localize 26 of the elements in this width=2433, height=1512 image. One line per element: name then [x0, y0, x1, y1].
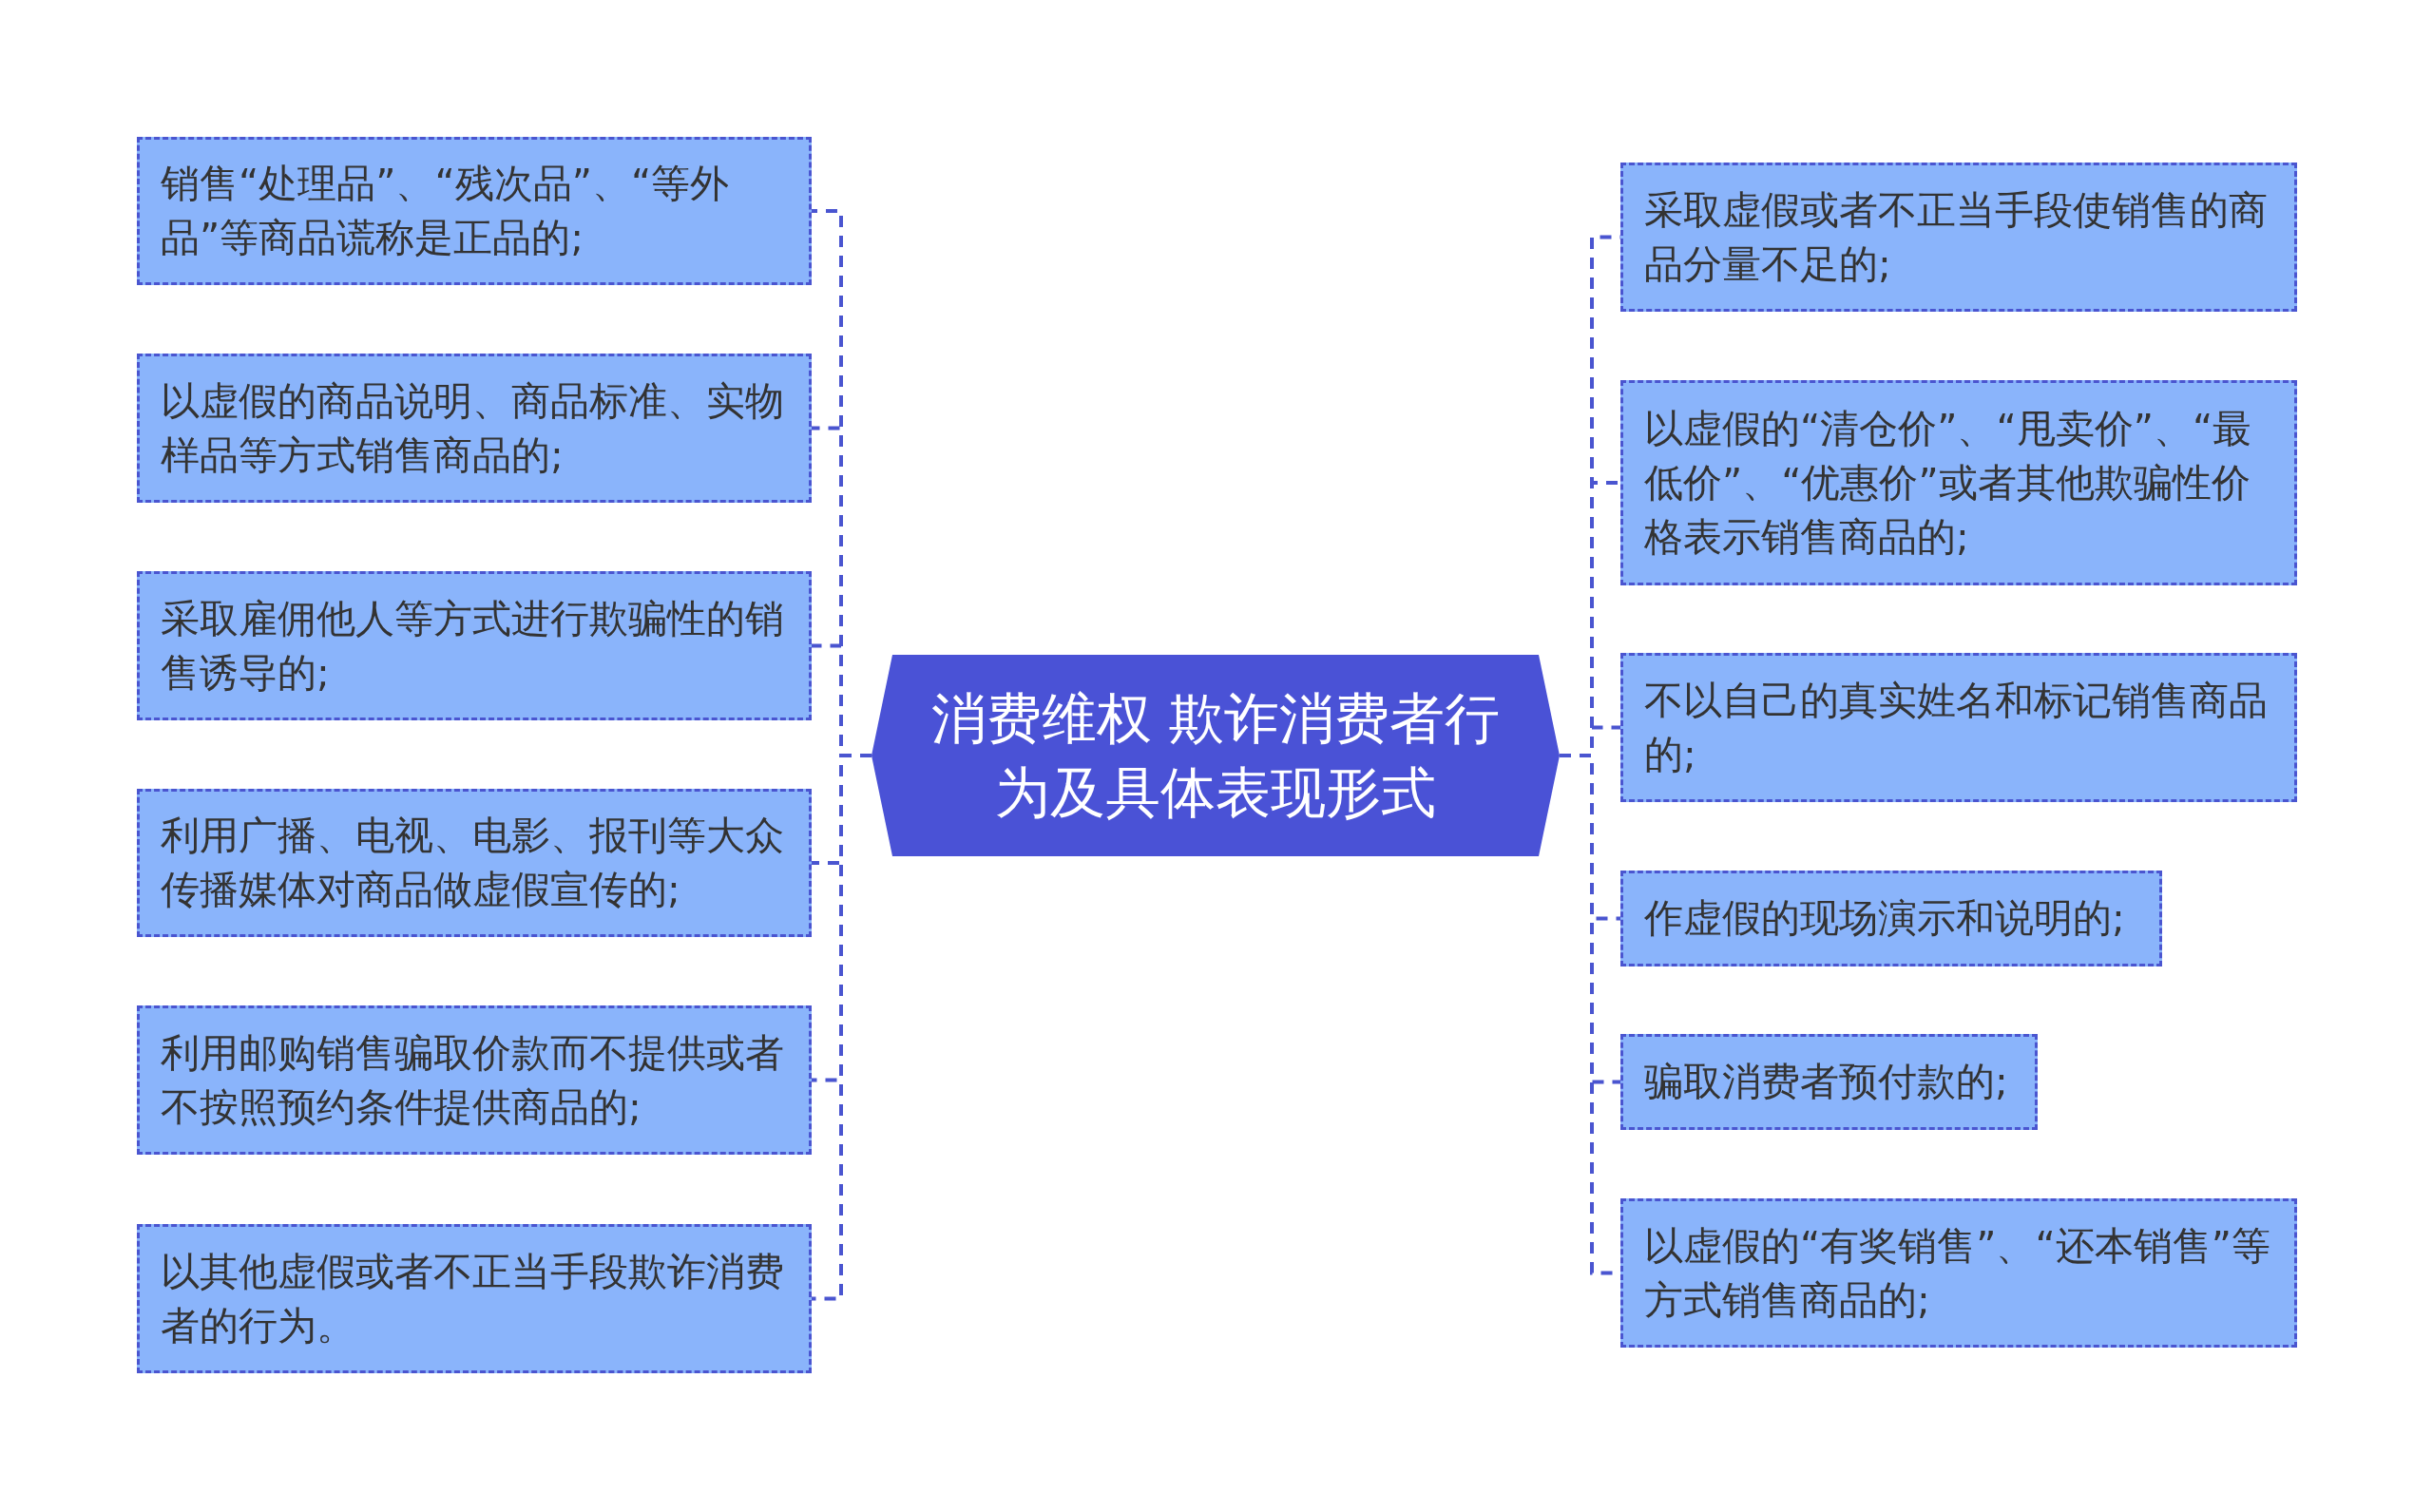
item-text: 利用广播、电视、电影、报刊等大众传播媒体对商品做虚假宣传的;	[161, 812, 785, 914]
item-text: 采取雇佣他人等方式进行欺骗性的销售诱导的;	[161, 594, 785, 698]
item-box	[137, 1005, 812, 1155]
item-box	[1620, 871, 2162, 967]
item-box	[1620, 1034, 2038, 1130]
item-text: 利用邮购销售骗取价款而不提供或者不按照预约条件提供商品的;	[161, 1028, 785, 1132]
item-text: 以其他虚假或者不正当手段欺诈消费者的行为。	[161, 1247, 785, 1350]
item-text: 以虚假的“有奖销售”、“还本销售”等方式销售商品的;	[1644, 1221, 2271, 1325]
topic-text: 消费维权 欺诈消费者行为及具体表现形式	[929, 685, 1502, 827]
item-box	[137, 354, 812, 503]
item-text: 作虚假的现场演示和说明的;	[1644, 894, 2125, 943]
item-text: 不以自己的真实姓名和标记销售商品的;	[1644, 676, 2269, 779]
item-box	[137, 789, 812, 937]
item-box	[1620, 163, 2297, 312]
item-text: 以虚假的“清仓价”、“甩卖价”、“最低价”、“优惠价”或者其他欺骗性价格表示销售商品的;	[1644, 404, 2253, 562]
item-box	[1620, 653, 2297, 802]
item-text: 采取虚假或者不正当手段使销售的商品分量不足的;	[1644, 185, 2269, 289]
item-box	[137, 1224, 812, 1373]
topic-hexagon	[872, 655, 1560, 856]
item-box	[1620, 380, 2297, 585]
item-text: 销售“处理品”、“残次品”、“等外品”等商品谎称是正品的;	[161, 160, 731, 262]
item-text: 以虚假的商品说明、商品标准、实物样品等方式销售商品的;	[161, 376, 785, 480]
item-box	[137, 137, 812, 285]
item-box	[137, 571, 812, 720]
item-text: 骗取消费者预付款的;	[1644, 1058, 2008, 1106]
item-box	[1620, 1198, 2297, 1348]
